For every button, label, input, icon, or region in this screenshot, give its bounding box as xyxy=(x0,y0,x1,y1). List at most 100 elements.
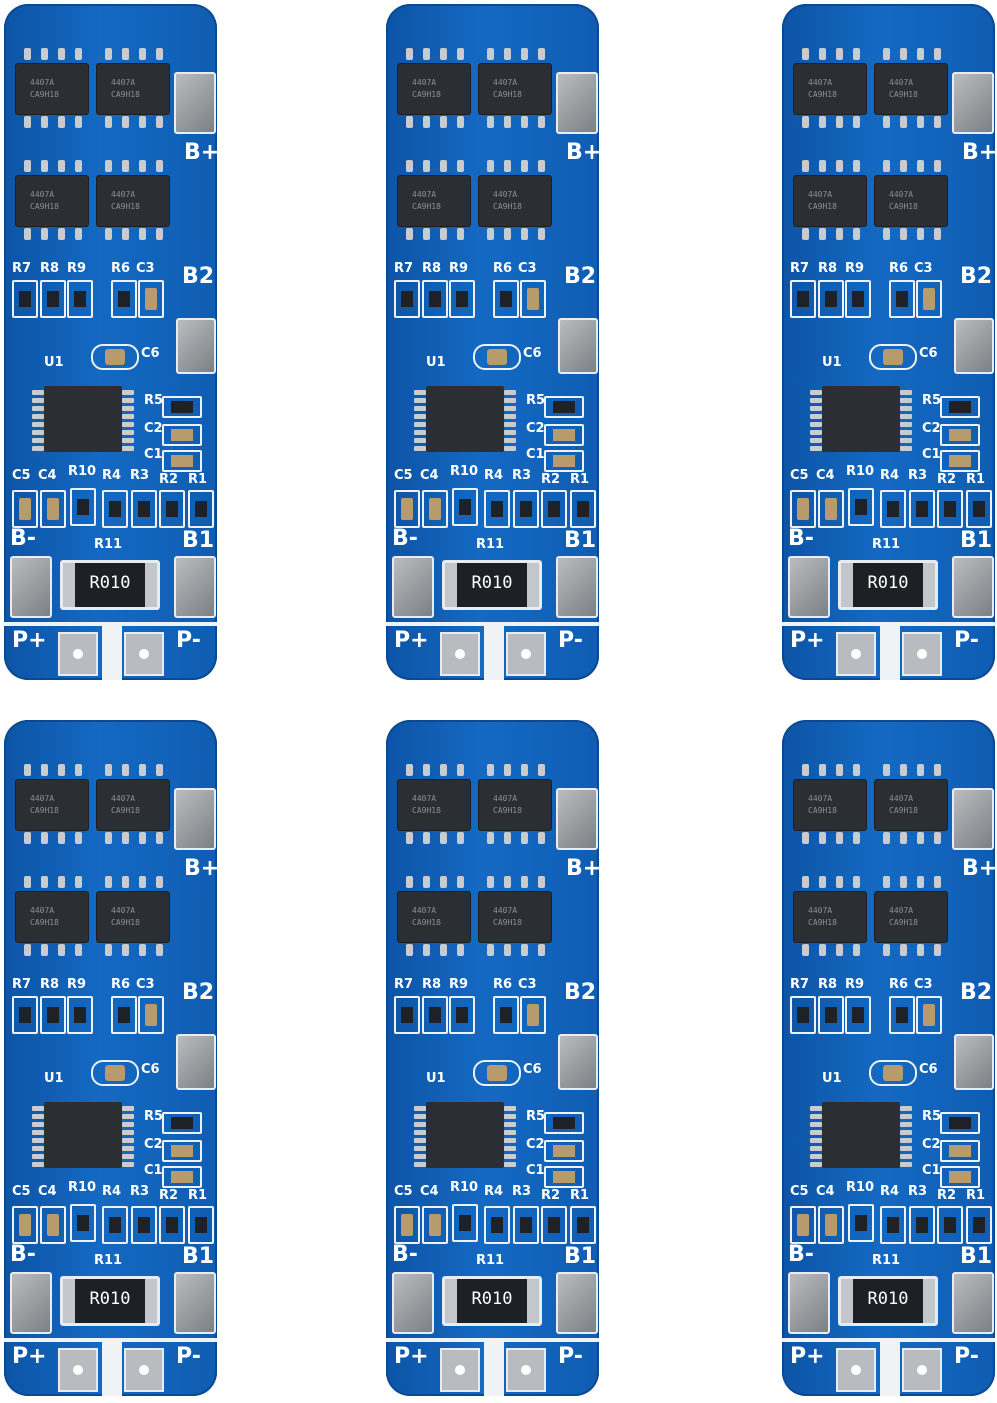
b1-label: B1 xyxy=(564,1244,597,1269)
p-minus-label: P- xyxy=(558,1344,583,1369)
r6-label: R6 xyxy=(889,977,909,992)
ic-pin xyxy=(883,228,890,240)
r8-label: R8 xyxy=(40,261,60,276)
r9-label: R9 xyxy=(449,977,469,992)
ic-pin xyxy=(521,116,528,128)
resistor-r1 xyxy=(188,490,214,528)
r2-label: R2 xyxy=(541,1188,561,1203)
c6-label: C6 xyxy=(141,1062,160,1077)
b-plus-pad xyxy=(556,788,598,850)
ic-pin xyxy=(900,406,912,411)
ic-pin xyxy=(883,116,890,128)
ic-pin xyxy=(414,438,426,443)
ic-pin xyxy=(917,876,924,888)
resistor-r4 xyxy=(484,490,510,528)
ic-pin xyxy=(156,116,163,128)
ic-pin xyxy=(853,228,860,240)
p-plus-terminal xyxy=(58,632,98,676)
mosfet-chip: 4407A CA9H18 xyxy=(398,176,470,226)
ic-pin xyxy=(819,48,826,60)
c3-label: C3 xyxy=(136,261,155,276)
ic-pin xyxy=(504,764,511,776)
ic-pin xyxy=(934,944,941,956)
ic-pin xyxy=(900,764,907,776)
ic-pin xyxy=(406,832,413,844)
shunt-resistor-r011: R010 xyxy=(442,1276,542,1326)
r1-label: R1 xyxy=(966,1188,986,1203)
ic-pin xyxy=(32,1138,44,1143)
ic-pin xyxy=(122,414,134,419)
ic-pin xyxy=(521,876,528,888)
c1-label: C1 xyxy=(526,447,545,462)
ic-pin xyxy=(521,832,528,844)
b-minus-label: B- xyxy=(392,1242,418,1267)
ic-pin xyxy=(156,832,163,844)
b-minus-pad xyxy=(788,556,830,618)
ic-pin xyxy=(75,832,82,844)
ic-pin xyxy=(32,1114,44,1119)
protection-ic-u1 xyxy=(822,1102,900,1168)
b-minus-label: B- xyxy=(10,526,36,551)
b2-label: B2 xyxy=(182,980,215,1005)
r10-label: R10 xyxy=(68,464,97,479)
r4-label: R4 xyxy=(880,1184,900,1199)
b2-label: B2 xyxy=(564,264,597,289)
mosfet-chip: 4407A CA9H18 xyxy=(16,780,88,830)
ic-pin xyxy=(75,228,82,240)
ic-pin xyxy=(423,876,430,888)
ic-pin xyxy=(414,1138,426,1143)
ic-pin xyxy=(810,1162,822,1167)
mosfet-chip: 4407A CA9H18 xyxy=(16,64,88,114)
ic-pin xyxy=(423,48,430,60)
r3-label: R3 xyxy=(512,468,532,483)
ic-pin xyxy=(457,876,464,888)
ic-pin xyxy=(122,160,129,172)
ic-pin xyxy=(58,764,65,776)
shunt-marking: R010 xyxy=(471,1289,513,1309)
mosfet-chip: 4407A CA9H18 xyxy=(479,780,551,830)
ic-pin xyxy=(504,1154,516,1159)
ic-pin xyxy=(58,832,65,844)
mosfet-chip: 4407A CA9H18 xyxy=(16,176,88,226)
ic-pin xyxy=(122,876,129,888)
ic-pin xyxy=(440,116,447,128)
ic-pin xyxy=(819,160,826,172)
ic-pin xyxy=(440,228,447,240)
ic-pin xyxy=(32,422,44,427)
ic-pin xyxy=(58,876,65,888)
r4-label: R4 xyxy=(484,1184,504,1199)
r3-label: R3 xyxy=(130,468,150,483)
resistor-r9 xyxy=(845,996,871,1034)
u1-label: U1 xyxy=(44,1071,64,1086)
mosfet-chip: 4407A CA9H18 xyxy=(479,64,551,114)
resistor-r2 xyxy=(937,490,963,528)
r1-label: R1 xyxy=(966,472,986,487)
ic-pin xyxy=(406,944,413,956)
ic-pin xyxy=(156,228,163,240)
capacitor-c4 xyxy=(818,490,844,528)
ic-pin xyxy=(122,228,129,240)
p-plus-terminal xyxy=(836,632,876,676)
ic-pin xyxy=(836,116,843,128)
p-plus-label: P+ xyxy=(394,628,429,653)
ic-pin xyxy=(122,1138,134,1143)
ic-pin xyxy=(934,764,941,776)
ic-pin xyxy=(819,116,826,128)
resistor-r9 xyxy=(845,280,871,318)
r8-label: R8 xyxy=(422,977,442,992)
ic-pin xyxy=(41,876,48,888)
p-plus-label: P+ xyxy=(394,1344,429,1369)
ic-pin xyxy=(41,944,48,956)
ic-pin xyxy=(802,876,809,888)
r4-label: R4 xyxy=(484,468,504,483)
ic-pin xyxy=(406,116,413,128)
c6-label: C6 xyxy=(919,1062,938,1077)
c3-label: C3 xyxy=(136,977,155,992)
resistor-r6 xyxy=(111,996,137,1034)
ic-pin xyxy=(414,446,426,451)
ic-pin xyxy=(414,430,426,435)
resistor-r2 xyxy=(541,490,567,528)
r2-label: R2 xyxy=(937,472,957,487)
b-minus-label: B- xyxy=(10,1242,36,1267)
r6-label: R6 xyxy=(111,261,131,276)
